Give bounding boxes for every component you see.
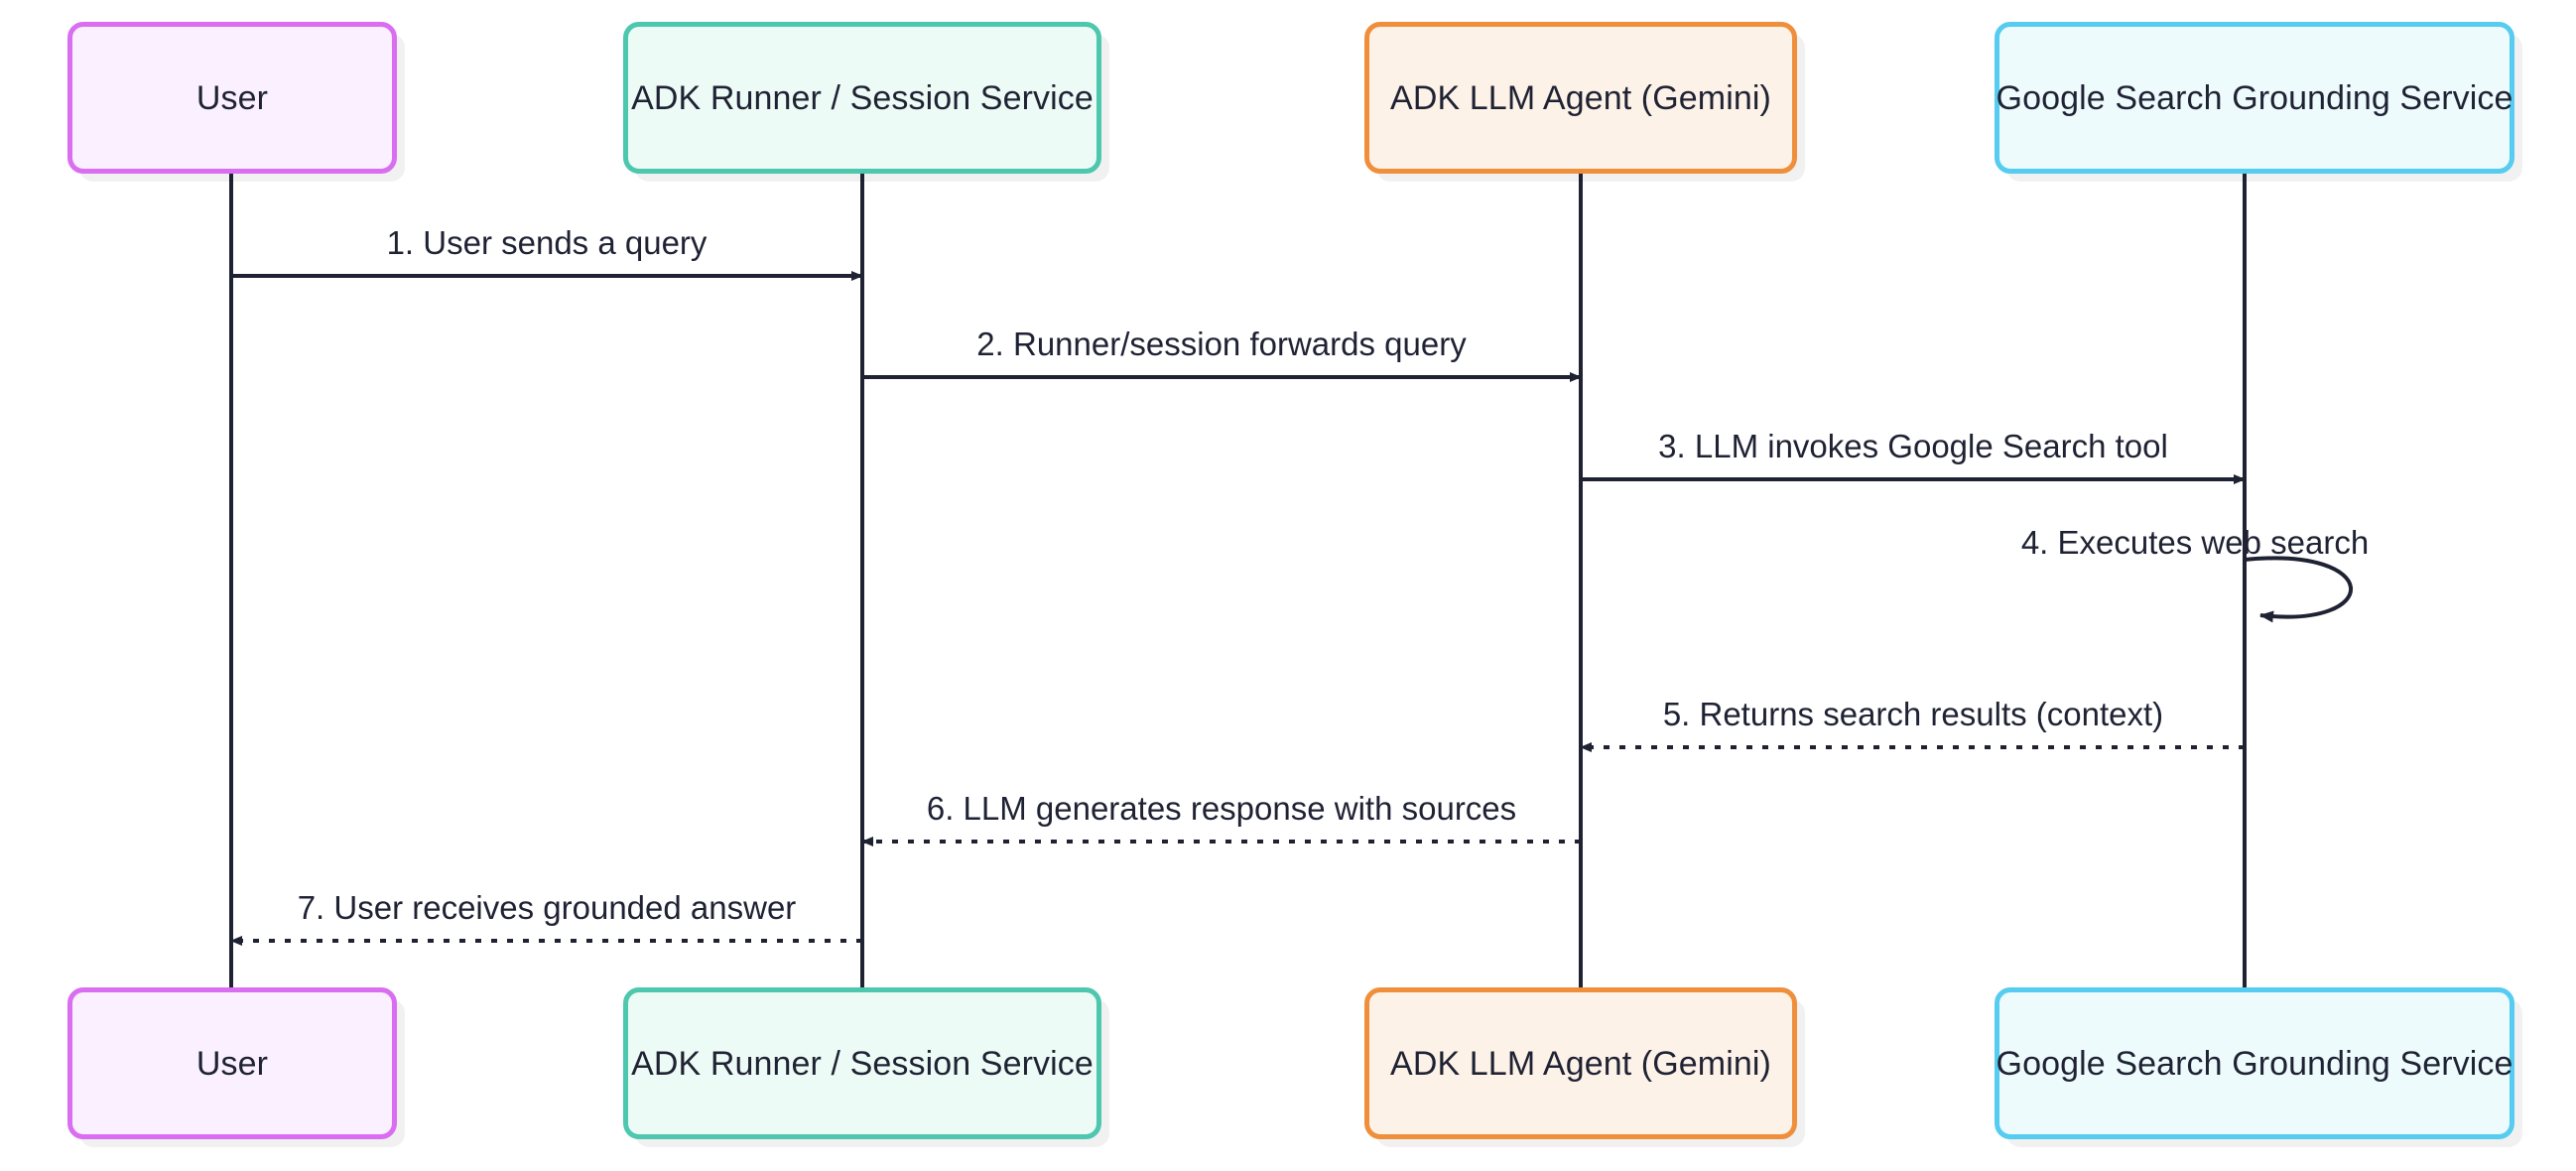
actor-label-agent-bottom: ADK LLM Agent (Gemini) <box>1390 1044 1771 1083</box>
actor-box-runner-top[interactable]: ADK Runner / Session Service <box>623 22 1101 174</box>
actor-box-agent-top[interactable]: ADK LLM Agent (Gemini) <box>1364 22 1797 174</box>
message-label-7: 7. User receives grounded answer <box>297 889 797 926</box>
actor-label-runner-bottom: ADK Runner / Session Service <box>631 1044 1094 1083</box>
message-arrow-4 <box>2244 556 2354 623</box>
actor-box-agent-bottom[interactable]: ADK LLM Agent (Gemini) <box>1364 987 1797 1139</box>
message-label-2: 2. Runner/session forwards query <box>976 325 1467 362</box>
actor-label-agent-top: ADK LLM Agent (Gemini) <box>1390 78 1771 117</box>
actor-label-runner-top: ADK Runner / Session Service <box>631 78 1094 117</box>
lifelines <box>229 174 2247 987</box>
message-label-1: 1. User sends a query <box>386 224 708 261</box>
actor-label-search-bottom: Google Search Grounding Service <box>1996 1044 2513 1083</box>
message-label-6: 6. LLM generates response with sources <box>926 790 1517 827</box>
actor-box-search-bottom[interactable]: Google Search Grounding Service <box>1995 987 2514 1139</box>
message-arrows <box>230 271 2354 946</box>
actor-box-search-top[interactable]: Google Search Grounding Service <box>1995 22 2514 174</box>
actor-label-search-top: Google Search Grounding Service <box>1996 78 2513 117</box>
actor-label-user-bottom: User <box>195 1044 269 1083</box>
message-label-5: 5. Returns search results (context) <box>1662 696 2164 732</box>
message-label-4: 4. Executes web search <box>2020 524 2370 561</box>
actor-box-user-bottom[interactable]: User <box>67 987 397 1139</box>
actor-box-user-top[interactable]: User <box>67 22 397 174</box>
message-label-3: 3. LLM invokes Google Search tool <box>1658 428 2168 464</box>
actor-box-runner-bottom[interactable]: ADK Runner / Session Service <box>623 987 1101 1139</box>
actor-label-user-top: User <box>195 78 269 117</box>
